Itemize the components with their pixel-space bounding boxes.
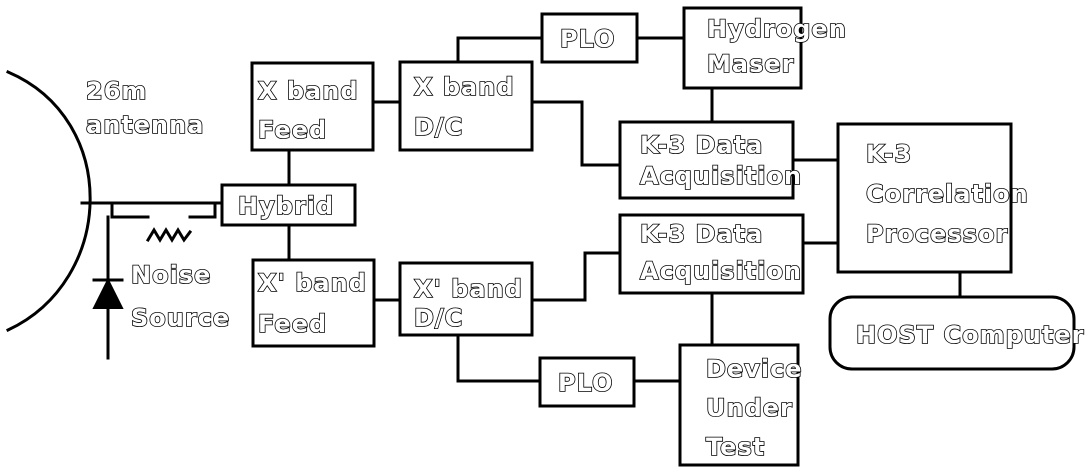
k3-correlation-label-line3: Processor <box>866 220 1008 248</box>
resistor-icon <box>145 227 193 243</box>
noise-source-label-line2: Source <box>131 304 230 332</box>
x-prime-band-dc-label-line2: D/C <box>414 304 463 332</box>
plo-top-label: PLO <box>560 25 615 53</box>
x-prime-band-dc-label-line1: X' band <box>414 275 523 303</box>
device-under-test-label-line1: Device <box>706 355 803 383</box>
hybrid-label: Hybrid <box>238 192 334 220</box>
hydrogen-maser-label-line1: Hydrogen <box>707 15 847 43</box>
device-under-test-label-line2: Under <box>706 394 793 422</box>
x-prime-band-dc-box <box>398 261 534 337</box>
connection-wires <box>80 36 962 383</box>
plo-bottom-box <box>538 356 636 408</box>
k3-data-acq-bottom-label-line1: K-3 Data <box>640 220 763 248</box>
k3-data-acq-top-label-line1: K-3 Data <box>640 131 763 159</box>
hydrogen-maser-label-line2: Maser <box>707 50 794 78</box>
k3-correlation-label-line1: K-3 <box>866 140 912 168</box>
device-under-test-box <box>678 343 800 467</box>
x-band-feed-box <box>250 61 375 152</box>
k3-correlation-label-line2: Correlation <box>866 180 1029 208</box>
x-band-dc-label-line2: D/C <box>414 113 463 141</box>
host-computer-box <box>828 295 1076 371</box>
noise-source-label-line1: Noise <box>131 261 211 289</box>
hydrogen-maser-box <box>682 6 803 90</box>
k3-data-acq-top-label-line2: Acquisition <box>640 162 802 190</box>
host-computer-label: HOST Computer <box>856 321 1084 349</box>
antenna-label-line1: 26m <box>86 77 147 105</box>
x-band-dc-label-line1: X band <box>414 73 515 101</box>
device-under-test-label-line3: Test <box>706 433 765 461</box>
k3-data-acq-top-box <box>618 120 795 200</box>
k3-data-acq-bottom-box <box>618 213 805 295</box>
x-prime-band-feed-label-line2: Feed <box>258 310 327 338</box>
k3-data-acq-bottom-label-line2: Acquisition <box>640 257 802 285</box>
x-prime-band-feed-label-line1: X' band <box>258 269 367 297</box>
antenna-dish-icon <box>6 70 92 332</box>
k3-correlation-box <box>836 122 1013 274</box>
antenna-label-line2: antenna <box>86 111 204 139</box>
plo-bottom-label: PLO <box>558 369 613 397</box>
x-prime-band-feed-box <box>251 258 376 348</box>
plo-top-box <box>540 12 639 64</box>
x-band-dc-box <box>398 60 534 152</box>
hybrid-box <box>220 183 357 227</box>
x-band-feed-label-line1: X band <box>258 77 359 105</box>
x-band-feed-label-line2: Feed <box>258 116 327 144</box>
diode-icon <box>92 215 124 360</box>
